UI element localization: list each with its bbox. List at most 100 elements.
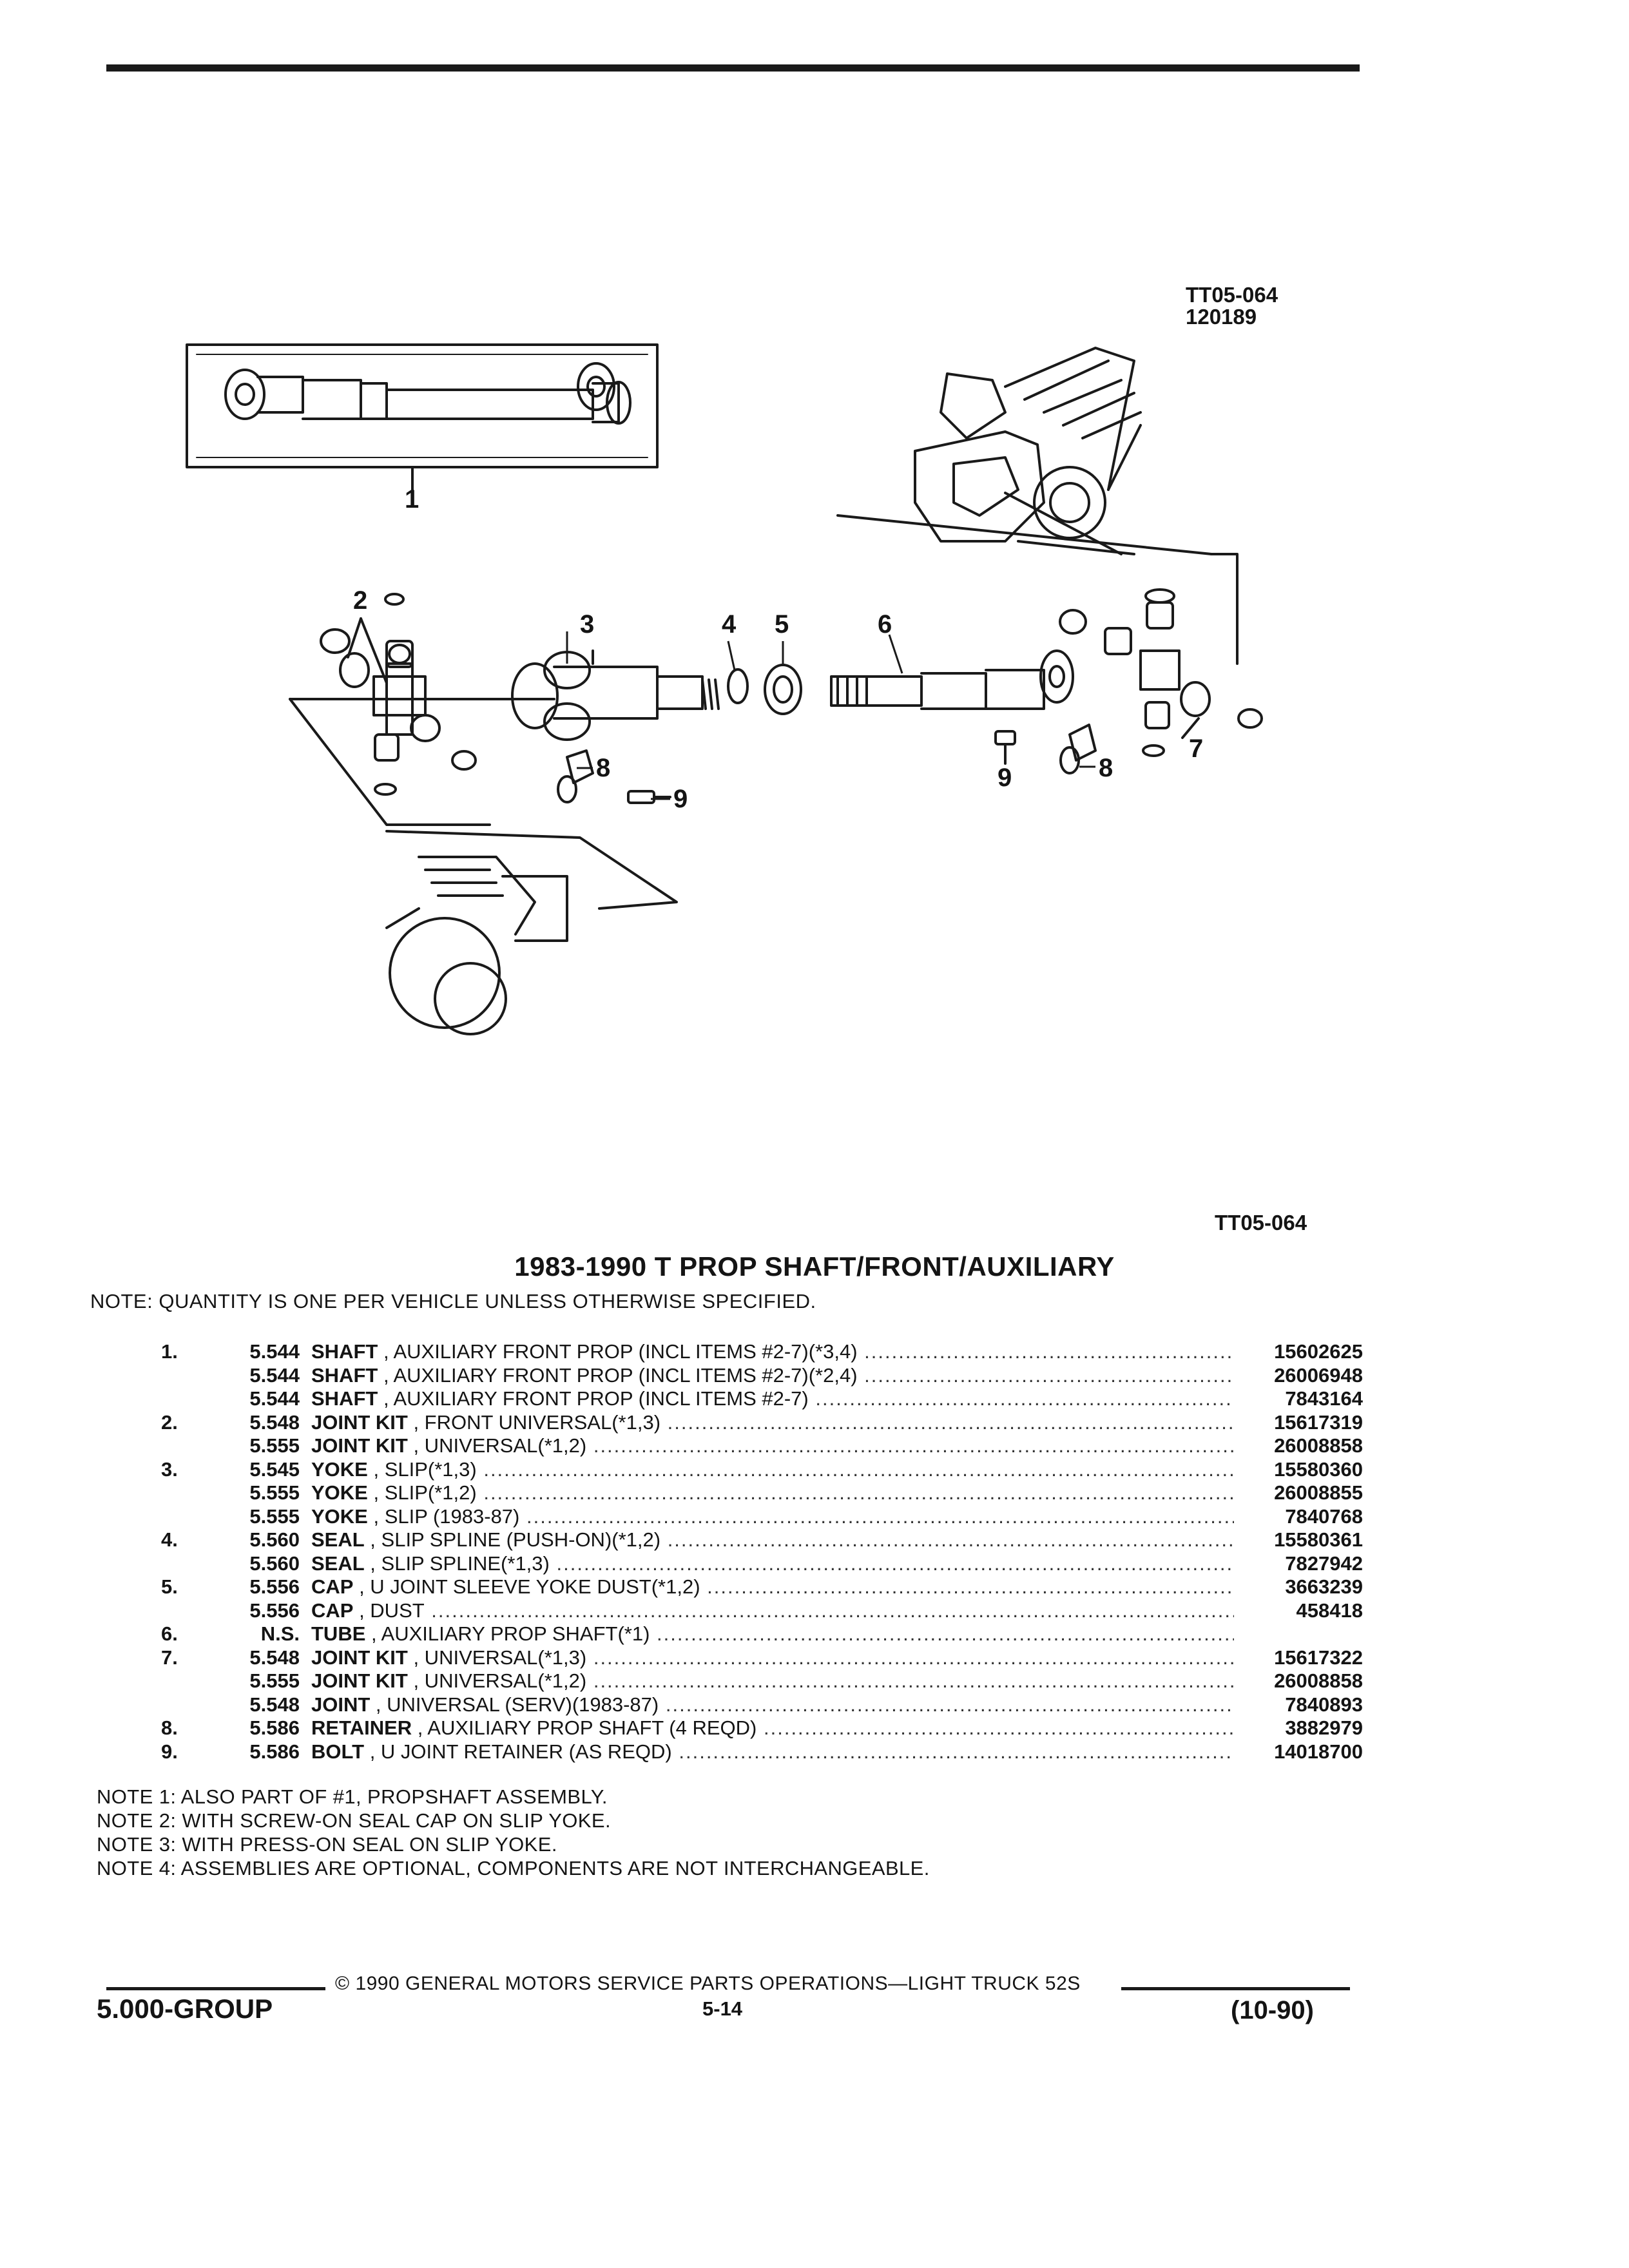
dot-leader: ........................................… bbox=[665, 1693, 1234, 1716]
part-description: RETAINER , AUXILIARY PROP SHAFT (4 REQD)… bbox=[311, 1716, 1234, 1740]
part-number: 7827942 bbox=[1285, 1552, 1363, 1575]
part-description: JOINT , UNIVERSAL (SERV)(1983-87) ......… bbox=[311, 1693, 1234, 1717]
note-3: NOTE 3: WITH PRESS-ON SEAL ON SLIP YOKE. bbox=[97, 1833, 557, 1856]
part-description: JOINT KIT , UNIVERSAL(*1,2) ............… bbox=[311, 1434, 1234, 1458]
part-detail: , SLIP SPLINE(*1,3) bbox=[364, 1552, 550, 1575]
group-number: 5.544 bbox=[249, 1340, 300, 1363]
quantity-note: NOTE: QUANTITY IS ONE PER VEHICLE UNLESS… bbox=[90, 1290, 816, 1312]
part-description: CAP , DUST .............................… bbox=[311, 1599, 1234, 1623]
item-number bbox=[161, 1481, 222, 1505]
table-row: 5.555 JOINT KIT , UNIVERSAL(*1,2) .......… bbox=[161, 1669, 1363, 1693]
part-number bbox=[1234, 1622, 1363, 1646]
dot-leader: ........................................… bbox=[424, 1599, 1234, 1622]
callout-8b: 8 bbox=[1099, 754, 1113, 782]
front-ujoint-kit-illustration bbox=[289, 593, 555, 826]
dot-leader: ........................................… bbox=[593, 1669, 1234, 1692]
callout-9b: 9 bbox=[998, 764, 1012, 792]
table-row: 8. 5.586 RETAINER , AUXILIARY PROP SHAFT (… bbox=[161, 1716, 1363, 1740]
part-number: 458418 bbox=[1296, 1599, 1363, 1622]
group-number: 5.560 bbox=[249, 1528, 300, 1551]
item-number: 5. bbox=[161, 1575, 178, 1598]
part-name: BOLT bbox=[311, 1740, 365, 1763]
group-number: 5.544 bbox=[249, 1387, 300, 1410]
dot-leader: ........................................… bbox=[476, 1481, 1234, 1504]
part-number: 15602625 bbox=[1274, 1340, 1363, 1363]
retainer-bolt-illustration bbox=[557, 724, 1097, 804]
group-code: 5.000-GROUP bbox=[97, 1994, 273, 2024]
table-row: 4. 5.560 SEAL , SLIP SPLINE (PUSH-ON)(*1,2… bbox=[161, 1528, 1363, 1552]
part-name: SHAFT bbox=[311, 1387, 378, 1410]
dot-leader: ........................................… bbox=[864, 1340, 1234, 1363]
part-name: TUBE bbox=[311, 1622, 366, 1645]
group-number: 5.555 bbox=[249, 1669, 300, 1692]
part-description: BOLT , U JOINT RETAINER (AS REQD) ......… bbox=[311, 1740, 1234, 1764]
item-number: 8. bbox=[161, 1716, 178, 1739]
group-number: N.S. bbox=[260, 1622, 300, 1645]
part-detail: , SLIP (1983-87) bbox=[367, 1504, 520, 1528]
dust-cap-illustration bbox=[764, 664, 802, 715]
slip-yoke-illustration bbox=[511, 649, 720, 741]
part-number: 7843164 bbox=[1285, 1387, 1363, 1410]
group-number: 5.555 bbox=[249, 1434, 300, 1457]
notes-block: NOTE 1: ALSO PART OF #1, PROPSHAFT ASSEM… bbox=[97, 1785, 930, 1880]
rear-ujoint-kit-illustration bbox=[1059, 588, 1263, 757]
dot-leader: ........................................… bbox=[679, 1740, 1234, 1763]
dot-leader: ........................................… bbox=[707, 1575, 1234, 1598]
dot-leader: ........................................… bbox=[556, 1552, 1234, 1575]
part-name: YOKE bbox=[311, 1504, 368, 1528]
part-name: JOINT bbox=[311, 1693, 371, 1716]
group-number: 5.556 bbox=[249, 1575, 300, 1598]
callout-7: 7 bbox=[1189, 735, 1203, 763]
part-description: JOINT KIT , UNIVERSAL(*1,2) ............… bbox=[311, 1669, 1234, 1693]
group-number: 5.556 bbox=[249, 1599, 300, 1622]
callout-8: 8 bbox=[596, 754, 610, 782]
part-description: JOINT KIT , FRONT UNIVERSAL(*1,3) ......… bbox=[311, 1411, 1234, 1435]
group-number: 5.586 bbox=[249, 1716, 300, 1739]
part-number: 26008858 bbox=[1274, 1669, 1363, 1692]
dot-leader: ........................................… bbox=[815, 1387, 1234, 1410]
part-number: 14018700 bbox=[1274, 1740, 1363, 1763]
callout-9: 9 bbox=[673, 785, 688, 813]
part-name: SHAFT bbox=[311, 1363, 378, 1387]
callout-3: 3 bbox=[580, 610, 594, 639]
item-number: 7. bbox=[161, 1646, 178, 1669]
figure-ref-date: 120189 bbox=[1186, 305, 1257, 329]
propshaft-assembly-illustration bbox=[186, 343, 659, 497]
item-number bbox=[161, 1505, 222, 1529]
part-number: 7840768 bbox=[1285, 1504, 1363, 1528]
item-number: 4. bbox=[161, 1528, 178, 1551]
copyright: © 1990 GENERAL MOTORS SERVICE PARTS OPER… bbox=[335, 1973, 1081, 1994]
table-row: 6.N.S.TUBE , AUXILIARY PROP SHAFT(*1) ..… bbox=[161, 1622, 1363, 1646]
part-name: YOKE bbox=[311, 1457, 368, 1481]
part-detail: , SLIP(*1,3) bbox=[367, 1457, 477, 1481]
callout-5: 5 bbox=[775, 610, 789, 639]
dot-leader: ........................................… bbox=[667, 1528, 1234, 1551]
group-number: 5.548 bbox=[249, 1693, 300, 1716]
part-number: 26008855 bbox=[1274, 1481, 1363, 1504]
dot-leader: ........................................… bbox=[593, 1646, 1234, 1669]
item-number: 2. bbox=[161, 1410, 178, 1434]
page-title: 1983-1990 T PROP SHAFT/FRONT/AUXILIARY bbox=[514, 1251, 1115, 1282]
item-number bbox=[161, 1364, 222, 1388]
part-detail: , U JOINT RETAINER (AS REQD) bbox=[364, 1740, 672, 1763]
item-number: 6. bbox=[161, 1622, 178, 1645]
top-rule bbox=[106, 64, 1360, 72]
part-detail: , AUXILIARY FRONT PROP (INCL ITEMS #2-7)… bbox=[378, 1340, 858, 1363]
dot-leader: ........................................… bbox=[667, 1410, 1234, 1434]
table-row: 5.548 JOINT , UNIVERSAL (SERV)(1983-87) .… bbox=[161, 1693, 1363, 1717]
group-number: 5.555 bbox=[249, 1504, 300, 1528]
table-row: 5.555 JOINT KIT , UNIVERSAL(*1,2) .......… bbox=[161, 1434, 1363, 1458]
part-detail: , SLIP SPLINE (PUSH-ON)(*1,2) bbox=[364, 1528, 661, 1551]
exploded-view-diagram: 1 2 3 4 5 6 7 8 9 8 9 7 bbox=[186, 343, 1263, 1035]
seal-illustration bbox=[727, 668, 749, 704]
part-number: 26008858 bbox=[1274, 1434, 1363, 1457]
part-number: 15617322 bbox=[1274, 1646, 1363, 1669]
note-2: NOTE 2: WITH SCREW-ON SEAL CAP ON SLIP Y… bbox=[97, 1809, 611, 1832]
part-description: SEAL , SLIP SPLINE (PUSH-ON)(*1,2) .....… bbox=[311, 1528, 1234, 1552]
part-number: 15580361 bbox=[1274, 1528, 1363, 1551]
